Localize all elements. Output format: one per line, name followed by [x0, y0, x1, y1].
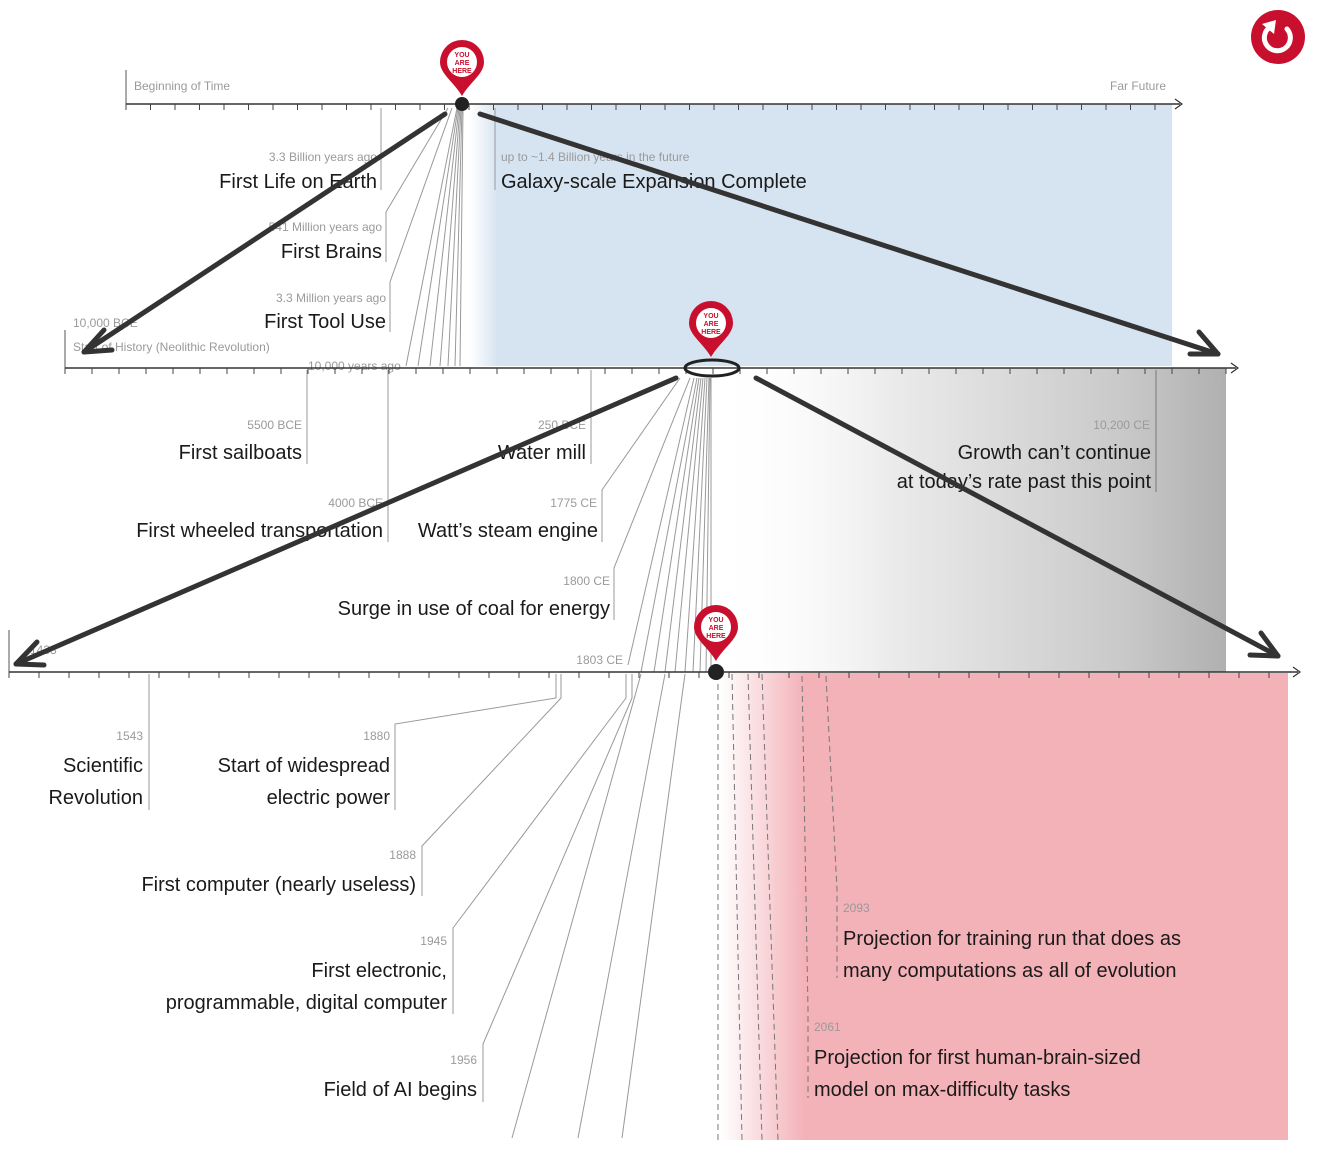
event-label-electric-power-line1: Start of widespread [218, 755, 390, 777]
event-label-sailboats: First sailboats [179, 442, 302, 464]
timeline-3-axis [8, 630, 1302, 678]
pin-label: ARE [709, 625, 724, 632]
pin-label: HERE [706, 633, 726, 640]
event-date-evolution-compute: 2093 [843, 901, 870, 915]
event-label-brain-sized-model-line1: Projection for first human-brain-sized [814, 1047, 1141, 1069]
pin-label: YOU [454, 52, 469, 59]
event-connector [421, 674, 562, 896]
event-label-field-of-ai: Field of AI begins [324, 1079, 477, 1101]
event-connector [613, 377, 691, 620]
future-region-gray [712, 368, 1226, 672]
event-connector [601, 377, 681, 542]
event-label-electronic-computer-line1: First electronic, [311, 960, 447, 982]
zoom-arrow-left-1 [81, 111, 448, 355]
zoom-arrow-left-2 [13, 375, 679, 667]
event-label-brain-sized-model-line2: model on max-difficulty tasks [814, 1079, 1070, 1101]
event-date-scientific-revolution: 1543 [116, 729, 143, 743]
timeline-1-left-label: Beginning of Time [134, 79, 230, 93]
event-date-brain-sized-model: 2061 [814, 1020, 841, 1034]
pin-label: ARE [455, 60, 470, 67]
recent-event-lines [511, 673, 686, 1139]
event-date-first-tool-use: 3.3 Million years ago [276, 291, 386, 305]
timeline-1-axis [125, 70, 1184, 110]
event-date-galaxy-expansion: up to ~1.4 Billion years in the future [501, 150, 690, 164]
pin-label: HERE [701, 329, 721, 336]
event-label-evolution-compute-line2: many computations as all of evolution [843, 960, 1177, 982]
event-connector [627, 377, 695, 666]
event-connector [385, 107, 449, 262]
event-date-first-computer: 1888 [389, 848, 416, 862]
event-date-wheeled-transport: 4000 BCE [328, 496, 383, 510]
arrowhead [13, 639, 47, 668]
event-label-first-computer: First computer (nearly useless) [141, 874, 416, 896]
event-date-field-of-ai: 1956 [450, 1053, 477, 1067]
pin-inner-circle [701, 612, 731, 642]
event-label-water-mill: Water mill [498, 442, 586, 464]
event-date-1803: 1803 CE [576, 653, 623, 667]
pin-label: HERE [452, 68, 472, 75]
arrowhead [81, 327, 115, 355]
event-connector [482, 674, 633, 1102]
event-date-coal: 1800 CE [563, 574, 610, 588]
zoom-arrow-right-2 [753, 375, 1281, 659]
event-date-first-brains: 541 Million years ago [269, 220, 383, 234]
event-label-electronic-computer-line2: programmable, digital computer [166, 992, 448, 1014]
event-connector [389, 107, 453, 332]
pin-inner-circle [447, 47, 477, 77]
restart-button[interactable] [1251, 10, 1305, 64]
projection-lines [717, 673, 838, 1141]
zoom-arrow-right-1 [477, 111, 1221, 357]
event-label-first-tool-use: First Tool Use [264, 311, 386, 333]
event-date-electronic-computer: 1945 [420, 934, 447, 948]
arrowhead [1187, 329, 1221, 357]
zoom-fan-1 [405, 107, 464, 367]
event-label-first-brains: First Brains [281, 241, 382, 263]
pin-inner-circle [696, 308, 726, 338]
event-label-growth-limit-line1: Growth can’t continue [958, 442, 1151, 464]
event-date-electric-power: 1880 [363, 729, 390, 743]
timeline-2-start-label: Start of History (Neolithic Revolution) [73, 340, 270, 354]
future-region-pink [720, 673, 1288, 1140]
event-date-10000-years-ago: 10,000 years ago [308, 359, 401, 373]
event-label-scientific-revolution-line2: Revolution [48, 787, 143, 809]
timeline-1-right-label: Far Future [1110, 79, 1166, 93]
arrowhead [1247, 630, 1281, 659]
event-date-sailboats: 5500 BCE [247, 418, 302, 432]
pin-label: ARE [704, 321, 719, 328]
event-connector [394, 674, 557, 810]
you-are-here-dot-3 [708, 664, 724, 680]
event-date-growth-limit: 10,200 CE [1093, 418, 1150, 432]
event-label-steam-engine: Watt’s steam engine [418, 520, 598, 542]
event-connector [452, 674, 627, 1014]
event-label-galaxy-expansion: Galaxy-scale Expansion Complete [501, 171, 807, 193]
pin-label: YOU [703, 313, 718, 320]
restart-icon [1261, 20, 1293, 54]
event-date-steam-engine: 1775 CE [550, 496, 597, 510]
you-are-here-oval-2 [683, 358, 741, 378]
you-are-here-dot-1 [455, 97, 469, 111]
event-label-coal: Surge in use of coal for energy [338, 598, 610, 620]
pin-label: YOU [708, 617, 723, 624]
zoom-arrows [13, 111, 1281, 668]
event-label-electric-power-line2: electric power [267, 787, 391, 809]
event-label-evolution-compute-line1: Projection for training run that does as [843, 928, 1181, 950]
restart-button-bg[interactable] [1251, 10, 1305, 64]
event-date-first-life: 3.3 Billion years ago [269, 150, 377, 164]
event-label-scientific-revolution-line1: Scientific [63, 755, 143, 777]
event-label-wheeled-transport: First wheeled transportation [136, 520, 383, 542]
